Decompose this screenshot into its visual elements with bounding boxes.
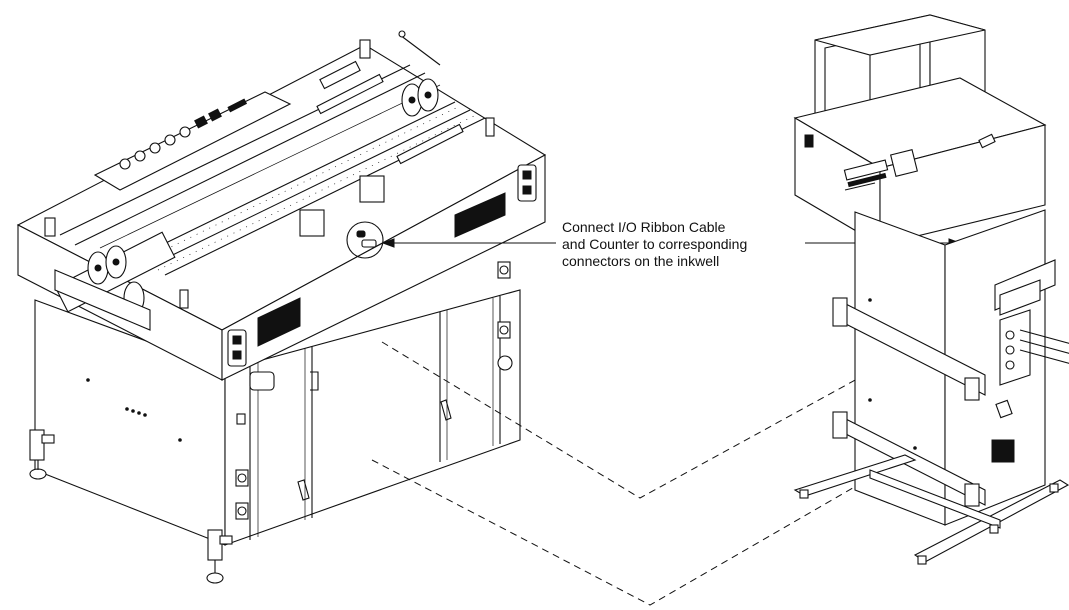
callout-line: and Counter to corresponding bbox=[562, 236, 748, 252]
vent-grille bbox=[257, 192, 506, 347]
leveling-foot bbox=[206, 529, 233, 584]
counter-cable-path bbox=[371, 454, 911, 606]
leveling-foot bbox=[29, 429, 55, 480]
power-outlet bbox=[517, 164, 537, 202]
computer-console-stand bbox=[793, 14, 1069, 565]
inkwell-connector-highlight bbox=[346, 221, 384, 259]
callout-line: connectors on the inkwell bbox=[562, 253, 720, 269]
vent-grille bbox=[991, 439, 1015, 463]
roller-assembly-left bbox=[54, 231, 176, 331]
stand-base bbox=[793, 454, 1069, 565]
callout-label: Connect I/O Ribbon Cable and Counter to … bbox=[562, 219, 802, 270]
callout-line: Connect I/O Ribbon Cable bbox=[562, 219, 726, 235]
cable-routing-lines bbox=[371, 341, 911, 606]
roller-assembly-right bbox=[398, 30, 441, 117]
ribbon-cable-path bbox=[381, 341, 911, 499]
inkwell-machine bbox=[16, 30, 547, 584]
side-bracket bbox=[994, 259, 1069, 386]
power-outlet bbox=[227, 329, 247, 367]
